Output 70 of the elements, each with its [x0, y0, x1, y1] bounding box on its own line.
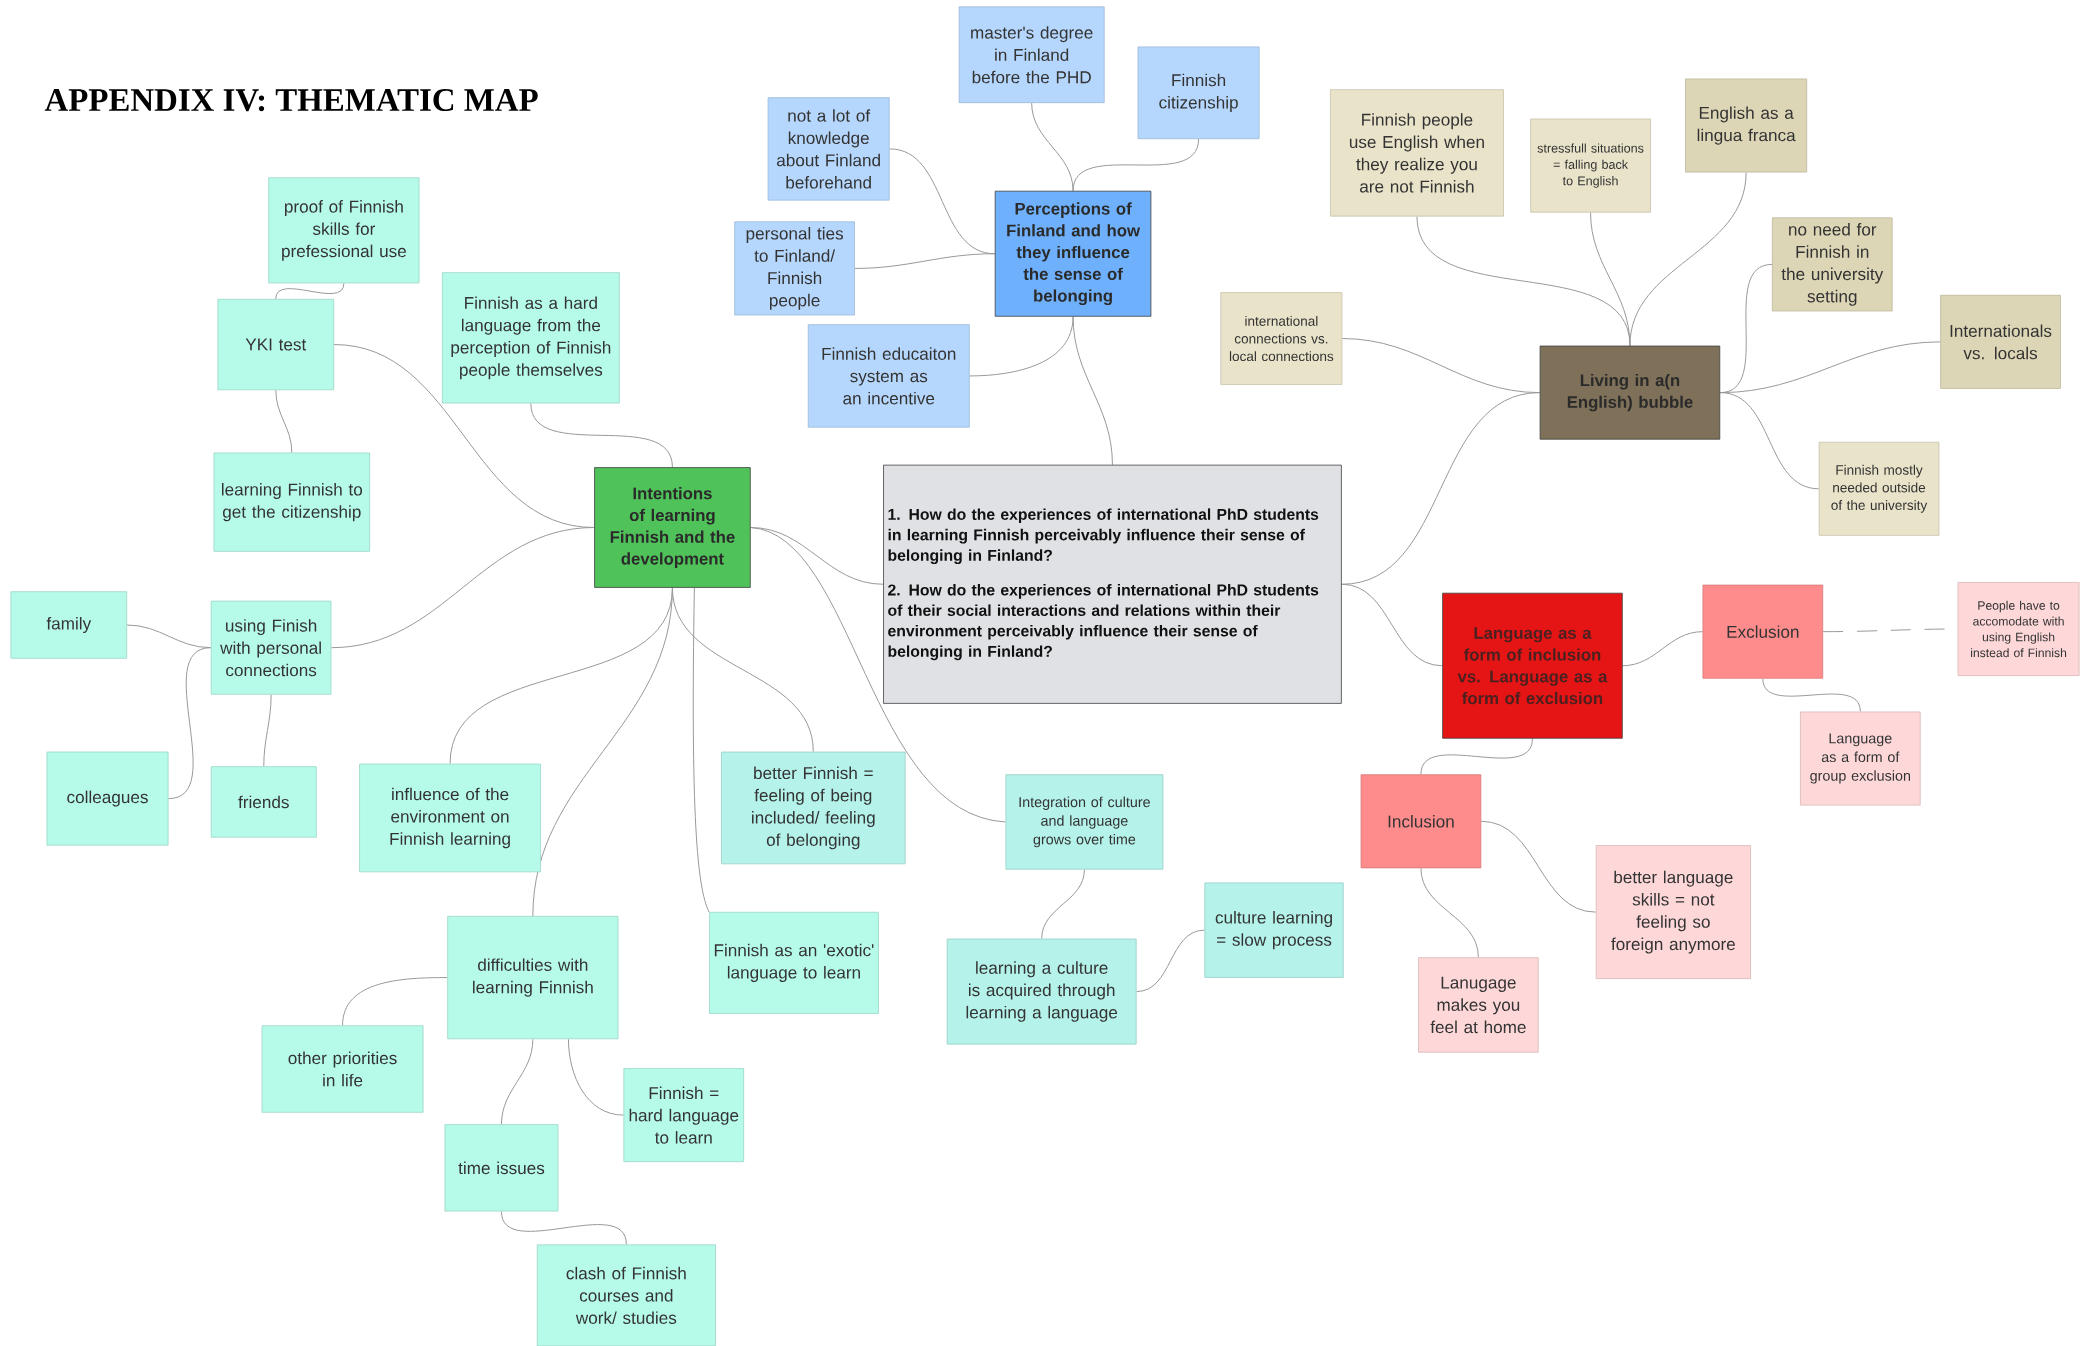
- topic-box: difficulties with learning Finnish: [447, 915, 619, 1040]
- connector-line: [671, 587, 814, 753]
- connector-line: [1762, 678, 1861, 712]
- topic-box: better Finnish = feeling of being included/ feeling of belonging: [721, 751, 906, 865]
- topic-box: Finnish as a hard language from the perception of Finnish people themselves: [441, 272, 620, 404]
- topic-box: no need for Finnish in the university setting: [1771, 217, 1893, 312]
- connector-line: [530, 402, 673, 468]
- connector-line: [1629, 171, 1747, 347]
- theme-box: Perceptions of Finland and how they influence the sense of belonging: [994, 190, 1152, 317]
- connector-line: [1420, 867, 1479, 958]
- connector-line: [168, 647, 212, 800]
- topic-box: People have to accomodate with using English instead of Finnish: [1957, 581, 2080, 676]
- connector-line: [275, 389, 293, 453]
- topic-box: Finnish = hard language to learn: [623, 1068, 745, 1162]
- topic-box: colleagues: [46, 751, 169, 846]
- connector-line: [1072, 138, 1200, 192]
- topic-box: Inclusion: [1360, 774, 1482, 869]
- topic-box: Language as a form of group exclusion: [1800, 711, 1921, 806]
- connector-line: [1622, 631, 1704, 667]
- topic-box: YKI test: [217, 298, 335, 391]
- theme-box: Language as a form of inclusion vs. Language as a form of exclusion: [1442, 592, 1623, 739]
- connector-line: [1041, 869, 1085, 940]
- topic-box: international connections vs. local connections: [1220, 292, 1343, 385]
- research-question-box: 1. How do the experiences of international PhD students in learning Finnish perceivably influence their sense of belonging in Finland? 2. How do the experiences of international PhD students of their social interactions and relations within their environment perceivably influence their sense of belonging in Finland?: [883, 464, 1342, 704]
- topic-box: better language skills = not feeling so foreign anymore: [1595, 845, 1751, 979]
- connector-line: [263, 694, 272, 767]
- connector-line: [330, 526, 595, 649]
- topic-box: family: [10, 591, 128, 659]
- title: APPENDIX IV: THEMATIC MAP: [44, 88, 538, 112]
- topic-box: Finnish as an 'exotic' language to learn: [709, 911, 879, 1014]
- connector-line: [1341, 337, 1541, 394]
- topic-box: Finnish citizenship: [1137, 46, 1260, 140]
- topic-box: personal ties to Finland/ Finnish people: [734, 221, 855, 316]
- topic-box: using Finish with personal connections: [210, 600, 332, 695]
- connector-line: [854, 253, 996, 269]
- topic-box: stressfull situations = falling back to English: [1530, 118, 1651, 213]
- topic-box: learning Finnish to get the citizenship: [213, 452, 371, 552]
- topic-box: proof of Finnish skills for prefessional use: [268, 177, 420, 284]
- topic-box: friends: [210, 766, 317, 838]
- topic-box: master's degree in Finland before the PHD: [958, 6, 1105, 103]
- topic-box: other priorities in life: [261, 1025, 424, 1113]
- connector-line: [750, 526, 1006, 823]
- topic-box: Finnish mostly needed outside of the university: [1818, 441, 1940, 536]
- connector-line: [969, 316, 1074, 377]
- topic-box: culture learning = slow process: [1204, 882, 1344, 978]
- topic-box: influence of the environment on Finnish learning: [359, 763, 541, 873]
- connector-line: [342, 977, 448, 1026]
- topic-box: not a lot of knowledge about Finland beforehand: [767, 97, 890, 201]
- topic-box: Exclusion: [1702, 584, 1824, 679]
- connector-line: [501, 1210, 627, 1245]
- connector-line: [501, 1038, 534, 1125]
- connector-line: [1341, 583, 1443, 667]
- topic-box: Lanugage makes you feel at home: [1418, 957, 1539, 1053]
- connector-line: [692, 587, 710, 913]
- topic-box: Internationals vs. locals: [1940, 294, 2061, 389]
- topic-box: time issues: [444, 1124, 559, 1212]
- topic-box: learning a culture is acquired through learning a language: [946, 938, 1137, 1045]
- connector-line: [1136, 929, 1205, 992]
- connector-line: [1480, 820, 1597, 913]
- topic-box: Finnish educaiton system as an incentive: [807, 324, 970, 428]
- connector-line: [1719, 392, 1820, 490]
- theme-box: Living in a(n English) bubble: [1539, 345, 1721, 440]
- topic-box: clash of Finnish courses and work/ studies: [536, 1244, 716, 1346]
- theme-box: Intentions of learning Finnish and the development: [594, 467, 751, 588]
- connector-line: [567, 1038, 624, 1116]
- topic-box: English as a lingua franca: [1685, 78, 1808, 173]
- connector-line: [1420, 738, 1533, 775]
- topic-box: Integration of culture and language grows over time: [1005, 774, 1164, 870]
- topic-box: Finnish people use English when they realize you are not Finnish: [1330, 89, 1504, 217]
- connector-line: [1031, 102, 1074, 192]
